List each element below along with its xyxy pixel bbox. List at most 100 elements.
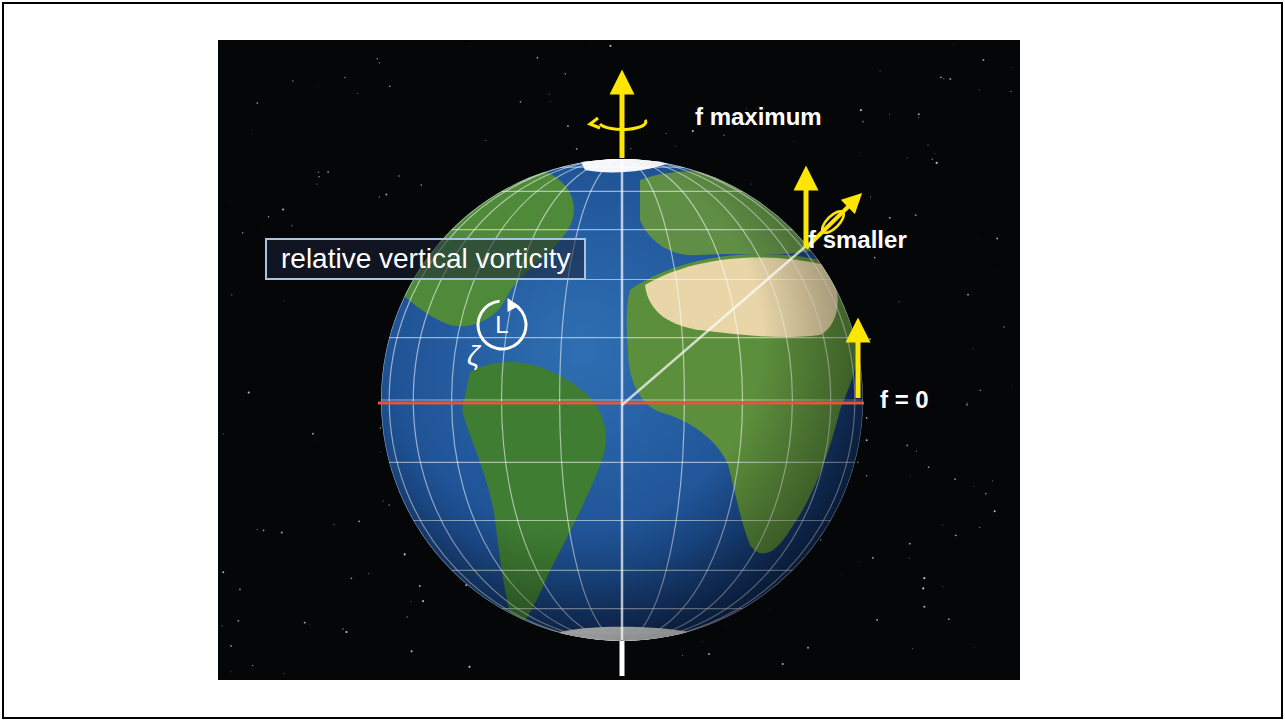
star xyxy=(874,257,876,259)
star xyxy=(923,606,925,608)
star xyxy=(942,586,943,587)
star xyxy=(368,573,369,574)
star xyxy=(237,620,239,622)
star xyxy=(974,646,976,648)
vertical-vector xyxy=(856,330,861,398)
star xyxy=(283,301,284,302)
star xyxy=(928,466,930,468)
star xyxy=(351,577,353,579)
vortex-circle: L xyxy=(480,303,524,347)
star xyxy=(419,585,421,587)
star xyxy=(591,44,593,46)
star xyxy=(880,70,881,71)
star xyxy=(723,134,724,135)
star xyxy=(792,141,794,143)
star xyxy=(345,631,347,633)
star xyxy=(282,209,284,211)
star xyxy=(268,216,270,218)
f-label: f smaller xyxy=(808,226,907,254)
globe-shading xyxy=(381,159,863,641)
star xyxy=(318,172,319,173)
low-symbol: L xyxy=(495,311,508,339)
star xyxy=(966,404,968,406)
star xyxy=(889,217,890,218)
star xyxy=(869,338,871,340)
star xyxy=(565,73,567,75)
star xyxy=(918,113,920,115)
star xyxy=(239,588,241,590)
star xyxy=(702,641,703,642)
star xyxy=(866,439,868,441)
star xyxy=(576,148,578,150)
star xyxy=(248,392,250,394)
star xyxy=(550,101,551,102)
star xyxy=(862,121,864,123)
star xyxy=(327,171,329,173)
star xyxy=(252,665,253,666)
vertical-vector xyxy=(620,82,625,158)
star xyxy=(936,162,938,164)
star xyxy=(379,451,381,453)
box-title: relative vertical vorticity xyxy=(281,243,570,275)
star xyxy=(807,647,809,649)
star xyxy=(909,558,910,559)
rotation-head xyxy=(590,118,600,128)
lat-lon-grid xyxy=(381,159,863,641)
circle-arrow xyxy=(476,300,527,351)
star xyxy=(256,102,258,104)
zeta-symbol: ζ xyxy=(467,340,480,372)
star xyxy=(312,433,314,435)
star xyxy=(906,445,908,447)
star xyxy=(870,196,871,197)
star xyxy=(906,157,907,158)
star xyxy=(952,44,954,46)
star xyxy=(992,480,993,481)
star xyxy=(314,439,316,441)
space-background xyxy=(218,40,1020,680)
star xyxy=(841,574,843,576)
f-label: f = 0 xyxy=(880,386,929,414)
star xyxy=(972,348,973,349)
star xyxy=(382,500,383,501)
star xyxy=(949,78,951,80)
star xyxy=(342,628,344,630)
star xyxy=(866,417,868,419)
star xyxy=(376,58,378,60)
star xyxy=(876,619,878,621)
star xyxy=(222,571,224,573)
star xyxy=(292,80,294,82)
star xyxy=(872,557,874,559)
axis-inside xyxy=(621,160,624,640)
arrow-head xyxy=(508,298,519,312)
star xyxy=(666,133,667,134)
star xyxy=(857,461,859,463)
star xyxy=(996,238,998,240)
star xyxy=(263,224,265,226)
page-frame xyxy=(3,3,1282,718)
star xyxy=(927,144,928,145)
star xyxy=(943,78,944,79)
star xyxy=(782,663,784,665)
star xyxy=(682,655,683,656)
star xyxy=(979,527,980,528)
meridian xyxy=(381,159,863,641)
star xyxy=(242,232,244,234)
star xyxy=(358,520,360,522)
star xyxy=(979,89,980,90)
star xyxy=(985,493,987,495)
star xyxy=(979,389,981,391)
star xyxy=(485,140,486,141)
star xyxy=(333,524,334,525)
star xyxy=(537,57,539,59)
star xyxy=(406,616,407,617)
vertical-vector xyxy=(804,178,809,248)
star xyxy=(471,46,473,48)
star xyxy=(307,97,309,99)
star xyxy=(909,476,911,478)
star xyxy=(912,648,913,649)
star xyxy=(468,666,470,668)
star xyxy=(1003,326,1005,328)
star xyxy=(994,510,996,512)
star xyxy=(385,194,387,196)
star xyxy=(909,543,911,545)
